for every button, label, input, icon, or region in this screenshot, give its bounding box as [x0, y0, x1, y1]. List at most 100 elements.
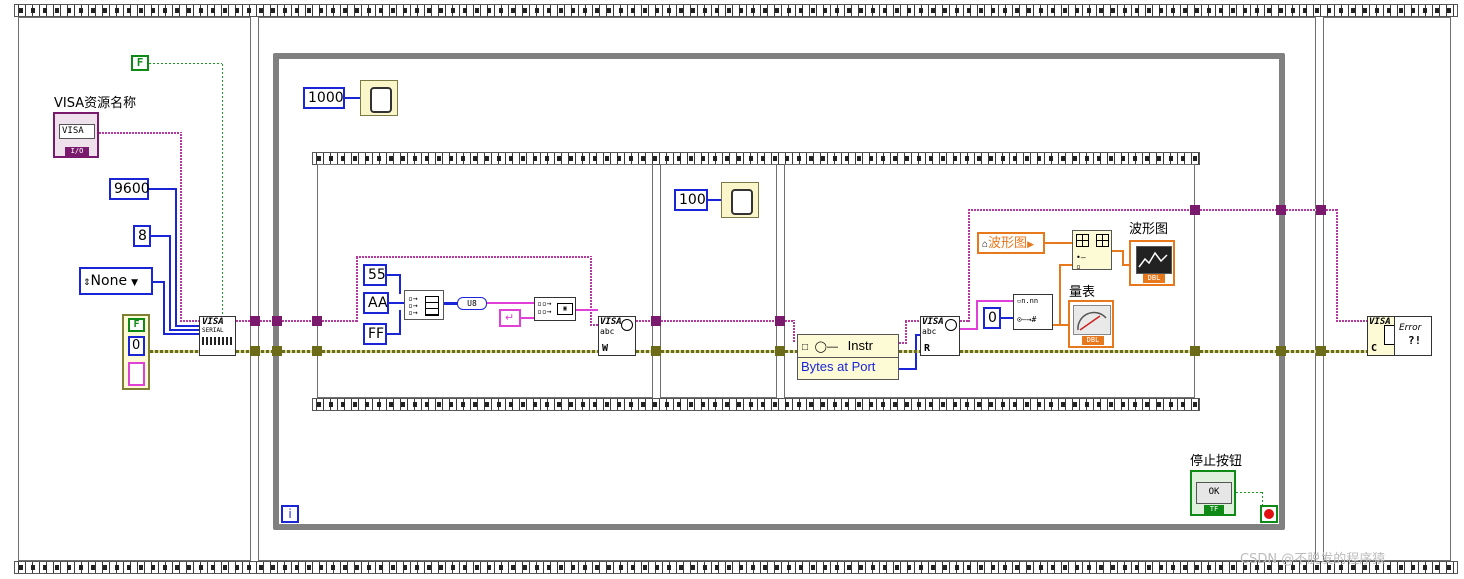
error-source[interactable]	[128, 362, 145, 386]
property-node[interactable]: □ ◯— Instr Bytes at Port	[797, 334, 899, 380]
wire-prop-error-out	[899, 350, 921, 353]
wire-error-f2	[661, 350, 781, 353]
inner-frame-read[interactable]	[784, 164, 1195, 398]
io-badge: I/O	[65, 147, 89, 156]
gauge-indicator[interactable]: DBL	[1068, 300, 1114, 348]
wire-error-f3	[785, 350, 797, 353]
wire-visa-f1-down	[590, 256, 592, 326]
wire-visa-loop	[282, 320, 318, 322]
wire-error-write-out	[636, 350, 654, 353]
visa-configure-serial-port-vi[interactable]: VISA SERIAL	[199, 316, 236, 356]
waveform-graph-indicator[interactable]: DBL	[1129, 240, 1175, 286]
watch-icon	[370, 87, 392, 113]
chart-icon	[1136, 246, 1172, 274]
wire-build-to-graph-v	[1122, 250, 1124, 266]
waveform-graph-reference[interactable]: ⌂波形图▶	[977, 232, 1045, 254]
wire-index	[1001, 317, 1014, 319]
error-question-icon: ?!	[1408, 334, 1422, 347]
wire-parity-v	[163, 281, 165, 334]
wire-error-loop	[282, 350, 318, 353]
error-status[interactable]: F	[128, 318, 145, 332]
wire-read-buffer	[960, 328, 978, 330]
tunnel-frame3-error-in	[1316, 346, 1326, 356]
dbl-badge-gauge: DBL	[1082, 336, 1104, 345]
wire-visa-f1-up	[356, 256, 358, 322]
gauge-icon	[1073, 305, 1111, 335]
wire-visa-write-in	[590, 324, 600, 326]
while-loop[interactable]	[273, 53, 1285, 530]
visa-read-vi[interactable]: VISA abc R	[920, 316, 960, 356]
wait-ms-inner-vi[interactable]	[721, 182, 759, 218]
wire-string-write	[576, 309, 598, 311]
tf-badge: TF	[1204, 505, 1224, 514]
stop-ok-button[interactable]: OK	[1196, 482, 1232, 504]
visa-resource-text: VISA	[59, 124, 95, 139]
wire-bits-v	[169, 235, 171, 330]
wire-build-to-graph-in	[1122, 264, 1130, 266]
tunnel-f3-error-in	[775, 346, 785, 356]
loop-tunnel-error-in	[272, 346, 282, 356]
wire-prop-visa-out	[899, 342, 907, 344]
wire-u8-to-string	[487, 302, 535, 304]
loop-tunnel-visa-in	[272, 316, 282, 326]
wire-build-to-graph	[1112, 250, 1124, 252]
tunnel-f3-visa-in	[775, 316, 785, 326]
byte-array-to-string-node[interactable]: ▫▫→▫▫→ ▣	[534, 297, 576, 321]
dropdown-arrow-icon[interactable]: ▼	[131, 278, 138, 288]
visa-resource-label: VISA资源名称	[54, 96, 137, 111]
wire-visa-v	[180, 132, 182, 322]
wire-prop-visa-read	[905, 320, 921, 322]
wire-visa-close-a	[1326, 209, 1338, 211]
loop-tunnel-error-out	[1276, 346, 1286, 356]
outer-sequence-bottom-strip	[14, 561, 1458, 574]
wire-wait-100	[708, 199, 722, 201]
index-zero-constant[interactable]: 0	[983, 307, 1001, 329]
error-cluster-constant[interactable]: F 0	[122, 314, 150, 390]
wait-ms-100-constant[interactable]: 100	[674, 189, 708, 211]
sequence-frame-1[interactable]	[18, 17, 251, 561]
string-to-byte-array-node[interactable]: ▫n.nn ⊙—→#	[1013, 294, 1053, 330]
baud-rate-constant[interactable]: 9600	[109, 178, 150, 200]
wire-visa-f2	[661, 320, 781, 322]
enum-arrows-icon: ⇕	[83, 278, 91, 288]
data-bits-constant[interactable]: 8	[133, 225, 151, 247]
byte-aa-constant[interactable]: AA	[363, 292, 389, 314]
wait-ms-vi[interactable]	[360, 80, 398, 116]
close-letter: C	[1371, 343, 1378, 354]
parity-enum-constant[interactable]: ⇕None▼	[79, 267, 153, 295]
inner-frame-wait[interactable]	[660, 164, 777, 398]
wire-read-error-out	[960, 350, 1196, 353]
wire-read-buffer-h	[976, 300, 1014, 302]
wire-bytes-count	[899, 368, 917, 370]
to-u8-conversion[interactable]: U8	[457, 297, 487, 310]
stop-button-label: 停止按钮	[1190, 454, 1243, 469]
wire-stop-h	[1236, 492, 1263, 493]
arrow-right-icon: ▶	[1027, 239, 1034, 249]
loop-condition-terminal[interactable]	[1260, 505, 1278, 523]
sequence-frame-2[interactable]	[258, 17, 1316, 561]
byte-55-constant[interactable]: 55	[363, 264, 387, 286]
build-array-graph-node[interactable]: •—▫	[1072, 230, 1112, 270]
wire-baud-v	[175, 188, 177, 326]
empty-string-constant[interactable]: ↵	[499, 309, 521, 327]
read-clock-icon	[945, 319, 957, 331]
wire-visa-out-seq	[1200, 209, 1282, 211]
return-arrow-icon: ↵	[505, 312, 515, 324]
visa-resource-control[interactable]: VISA I/O	[53, 112, 99, 158]
error-code[interactable]: 0	[128, 336, 145, 356]
false-constant-top[interactable]: F	[131, 55, 149, 71]
build-array-node[interactable]: ▫→▫→▫→	[404, 290, 444, 320]
sequence-frame-3[interactable]	[1323, 17, 1451, 561]
inner-frame-write[interactable]	[317, 164, 653, 398]
stop-dot-icon	[1264, 509, 1274, 519]
visa-write-vi[interactable]: VISA abc W	[598, 316, 636, 356]
stop-button-control[interactable]: OK TF	[1190, 470, 1236, 516]
wait-ms-1000-constant[interactable]: 1000	[303, 87, 345, 109]
byte-ff-constant[interactable]: FF	[363, 323, 387, 345]
wire-visa-write-out	[636, 320, 654, 322]
wire-array	[444, 302, 458, 305]
simple-error-handler-vi[interactable]: Error ?!	[1394, 316, 1432, 356]
wire-visa-out-loop	[1286, 209, 1318, 211]
watch-icon-inner	[731, 189, 753, 215]
bytes-at-port-property[interactable]: Bytes at Port	[801, 359, 876, 374]
